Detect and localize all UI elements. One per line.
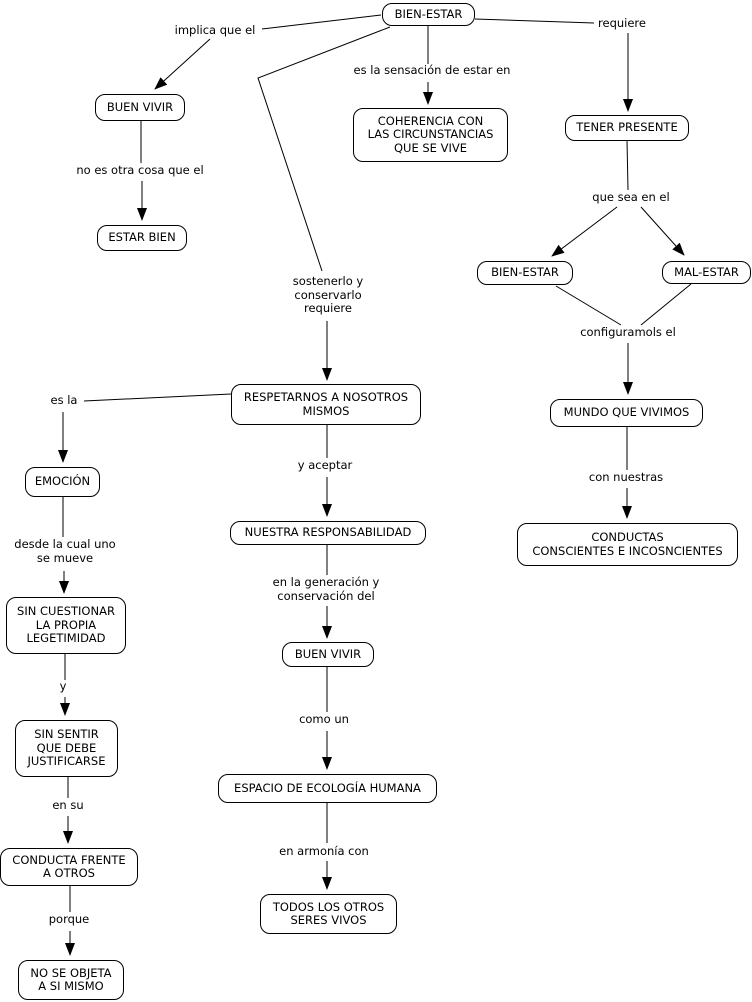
node-no-se-objeta[interactable]: NO SE OBJETA A SI MISMO — [18, 960, 124, 1000]
node-bien-estar-top[interactable]: BIEN-ESTAR — [382, 3, 475, 26]
node-espacio-ecologia[interactable]: ESPACIO DE ECOLOGÍA HUMANA — [218, 774, 437, 803]
link-arrow — [154, 38, 211, 90]
node-coherencia[interactable]: COHERENCIA CON LAS CIRCUNSTANCIAS QUE SE… — [353, 108, 508, 162]
link-label-que-sea-en-el[interactable]: que sea en el — [590, 190, 672, 205]
node-estar-bien[interactable]: ESTAR BIEN — [97, 225, 187, 251]
link-arrow — [640, 206, 685, 256]
link-label-con-nuestras[interactable]: con nuestras — [586, 470, 666, 485]
link-label-y-aceptar[interactable]: y aceptar — [295, 458, 355, 473]
node-emocion[interactable]: EMOCIÓN — [25, 467, 100, 497]
node-conductas[interactable]: CONDUCTAS CONSCIENTES E INCOSNCIENTES — [517, 523, 738, 566]
node-buen-vivir-left[interactable]: BUEN VIVIR — [95, 94, 185, 121]
link-label-requiere[interactable]: requiere — [596, 16, 648, 31]
node-buen-vivir-mid[interactable]: BUEN VIVIR — [282, 642, 374, 667]
link-label-en-la-generacion[interactable]: en la generación y conservación del — [270, 575, 382, 603]
link-label-desde-la-cual[interactable]: desde la cual uno se mueve — [12, 537, 118, 565]
link-arrow — [551, 206, 618, 257]
node-sin-cuestionar[interactable]: SIN CUESTIONAR LA PROPIA LEGETIMIDAD — [6, 597, 126, 654]
link-line — [261, 14, 382, 30]
link-label-porque[interactable]: porque — [46, 912, 92, 927]
node-nuestra-responsabilidad[interactable]: NUESTRA RESPONSABILIDAD — [230, 521, 426, 545]
link-line — [474, 18, 595, 24]
link-line — [83, 393, 232, 402]
link-label-y[interactable]: y — [57, 679, 69, 694]
link-line — [626, 139, 629, 191]
node-bien-estar-right[interactable]: BIEN-ESTAR — [477, 261, 573, 285]
link-line — [257, 26, 391, 272]
link-label-en-armonia-con[interactable]: en armonía con — [277, 844, 371, 859]
node-mal-estar[interactable]: MAL-ESTAR — [662, 261, 751, 284]
node-respetarnos[interactable]: RESPETARNOS A NOSOTROS MISMOS — [231, 384, 421, 425]
link-label-configuramols-el[interactable]: configuramols el — [578, 325, 678, 340]
link-label-es-la-sensacion[interactable]: es la sensación de estar en — [351, 63, 513, 78]
node-tener-presente[interactable]: TENER PRESENTE — [565, 115, 689, 141]
link-label-no-es-otra-cosa[interactable]: no es otra cosa que el — [74, 163, 206, 178]
link-label-en-su[interactable]: en su — [50, 798, 86, 813]
node-mundo-que-vivimos[interactable]: MUNDO QUE VIVIMOS — [550, 399, 703, 427]
node-sin-sentir[interactable]: SIN SENTIR QUE DEBE JUSTIFICARSE — [15, 720, 118, 777]
link-label-sostenerlo[interactable]: sostenerlo y conservarlo requiere — [290, 274, 366, 316]
link-line — [555, 285, 622, 326]
node-todos-seres-vivos[interactable]: TODOS LOS OTROS SERES VIVOS — [260, 894, 397, 934]
link-label-como-un[interactable]: como un — [297, 712, 351, 727]
node-conducta-frente[interactable]: CONDUCTA FRENTE A OTROS — [0, 848, 138, 886]
link-line — [640, 283, 692, 326]
link-label-es-la[interactable]: es la — [48, 393, 80, 408]
link-label-implica-que-el[interactable]: implica que el — [172, 23, 258, 38]
